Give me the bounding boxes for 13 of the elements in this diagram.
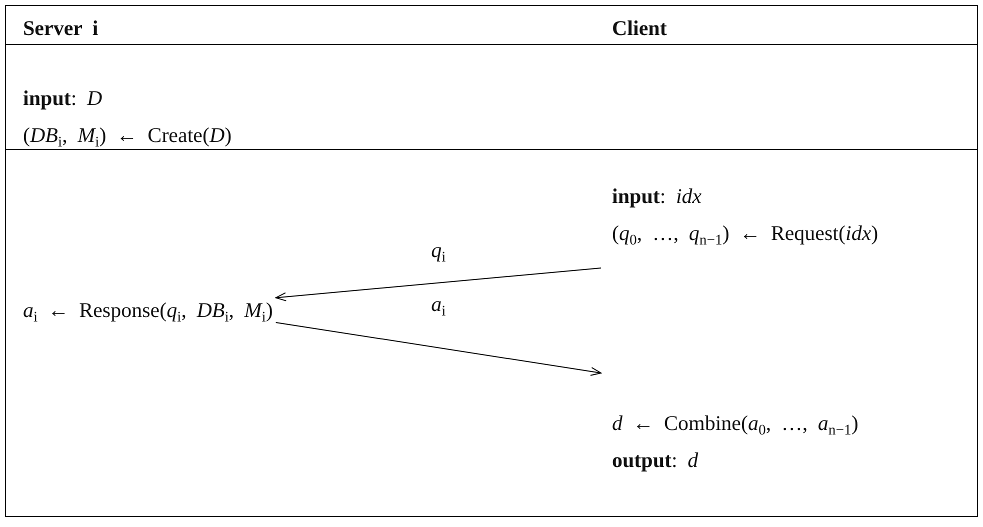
arrow <box>275 268 602 302</box>
output-line: output: d <box>612 448 698 472</box>
arrow <box>275 322 602 376</box>
input-line: input: D <box>23 86 102 110</box>
formula: a$_{i}$ ← Response(q$_{i}$, DB$_{i}$, M$_{i}$) <box>23 298 273 322</box>
formula: (DB$_{i}$, M$_{i}$) ← Create(D) <box>23 123 232 147</box>
edge-label: q$_{i}$ <box>431 238 446 262</box>
column-heading: Server i <box>23 16 98 40</box>
input-line: input: idx <box>612 184 702 208</box>
column-heading: Client <box>612 16 667 40</box>
formula: (q$_{0}$, …, q$_{n−1}$) ← Request(idx) <box>612 221 878 245</box>
edge-label: a$_{i}$ <box>431 292 446 316</box>
formula: d ← Combine(a$_{0}$, …, a$_{n−1}$) <box>612 411 858 435</box>
